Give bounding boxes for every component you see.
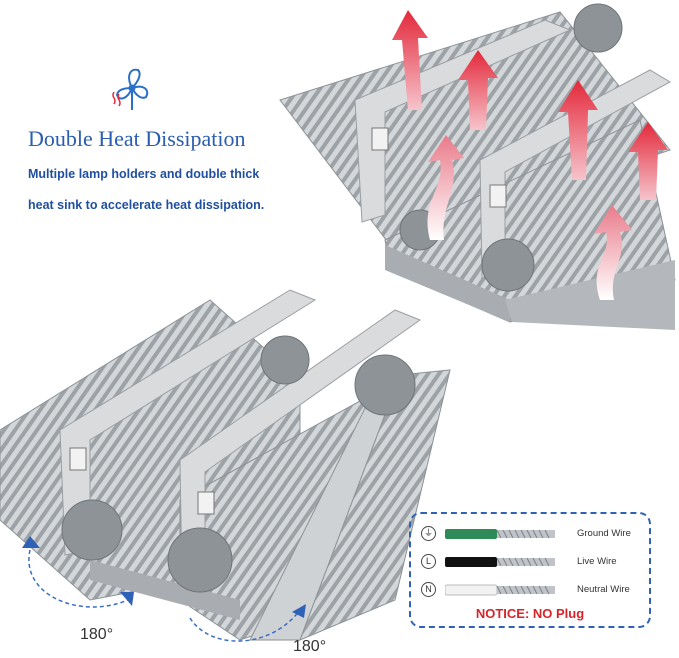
- ground-wire-label: Ground Wire: [577, 528, 631, 539]
- rotation-angle-right: 180°: [293, 638, 327, 655]
- neutral-wire-icon: [445, 584, 555, 596]
- bottom-right-pivot: [354, 354, 416, 416]
- rotation-arrow-icon: [189, 609, 301, 642]
- wiring-legend: ⏚ Ground Wire L Live Wire N Neutral Wire…: [409, 512, 651, 628]
- neutral-wire-label: Neutral Wire: [577, 584, 630, 595]
- live-wire-icon: [445, 557, 555, 567]
- bottom-left-pivot: [260, 335, 310, 385]
- ground-symbol-icon: ⏚: [421, 526, 436, 541]
- bottom-lamp-pair: [0, 289, 451, 642]
- notice-text: NOTICE: NO Plug: [475, 606, 585, 621]
- heat-arrow-icon: [594, 205, 632, 300]
- fan-icon: [112, 68, 149, 110]
- tilted-heatsink: [299, 369, 451, 641]
- heat-arrow-icon: [458, 50, 498, 130]
- top-lamp-pair: [279, 3, 676, 330]
- top-back-bracket: [354, 19, 572, 223]
- rotation-angle-left: 180°: [80, 626, 114, 643]
- top-front-pivot: [481, 238, 535, 292]
- heat-arrow-icon: [628, 122, 668, 200]
- top-back-pivot: [573, 3, 623, 53]
- page-title: Double Heat Dissipation: [28, 126, 246, 151]
- heat-arrow-icon: [558, 80, 598, 180]
- live-wire-label: Live Wire: [577, 556, 617, 567]
- description-line-1: Multiple lamp holders and double thick: [28, 167, 260, 181]
- live-wire-row: L Live Wire: [421, 550, 641, 574]
- rotation-arrow-icon: [28, 549, 129, 608]
- ground-wire-icon: [445, 529, 555, 539]
- live-symbol-icon: L: [421, 554, 436, 569]
- heat-arrow-icon: [392, 10, 428, 110]
- top-front-housing: [385, 245, 510, 322]
- neutral-symbol-icon: N: [421, 582, 436, 597]
- neutral-wire-row: N Neutral Wire: [421, 578, 641, 602]
- ground-wire-row: ⏚ Ground Wire: [421, 522, 641, 546]
- heat-arrow-icon: [427, 135, 464, 240]
- description-line-2: heat sink to accelerate heat dissipation…: [28, 198, 265, 212]
